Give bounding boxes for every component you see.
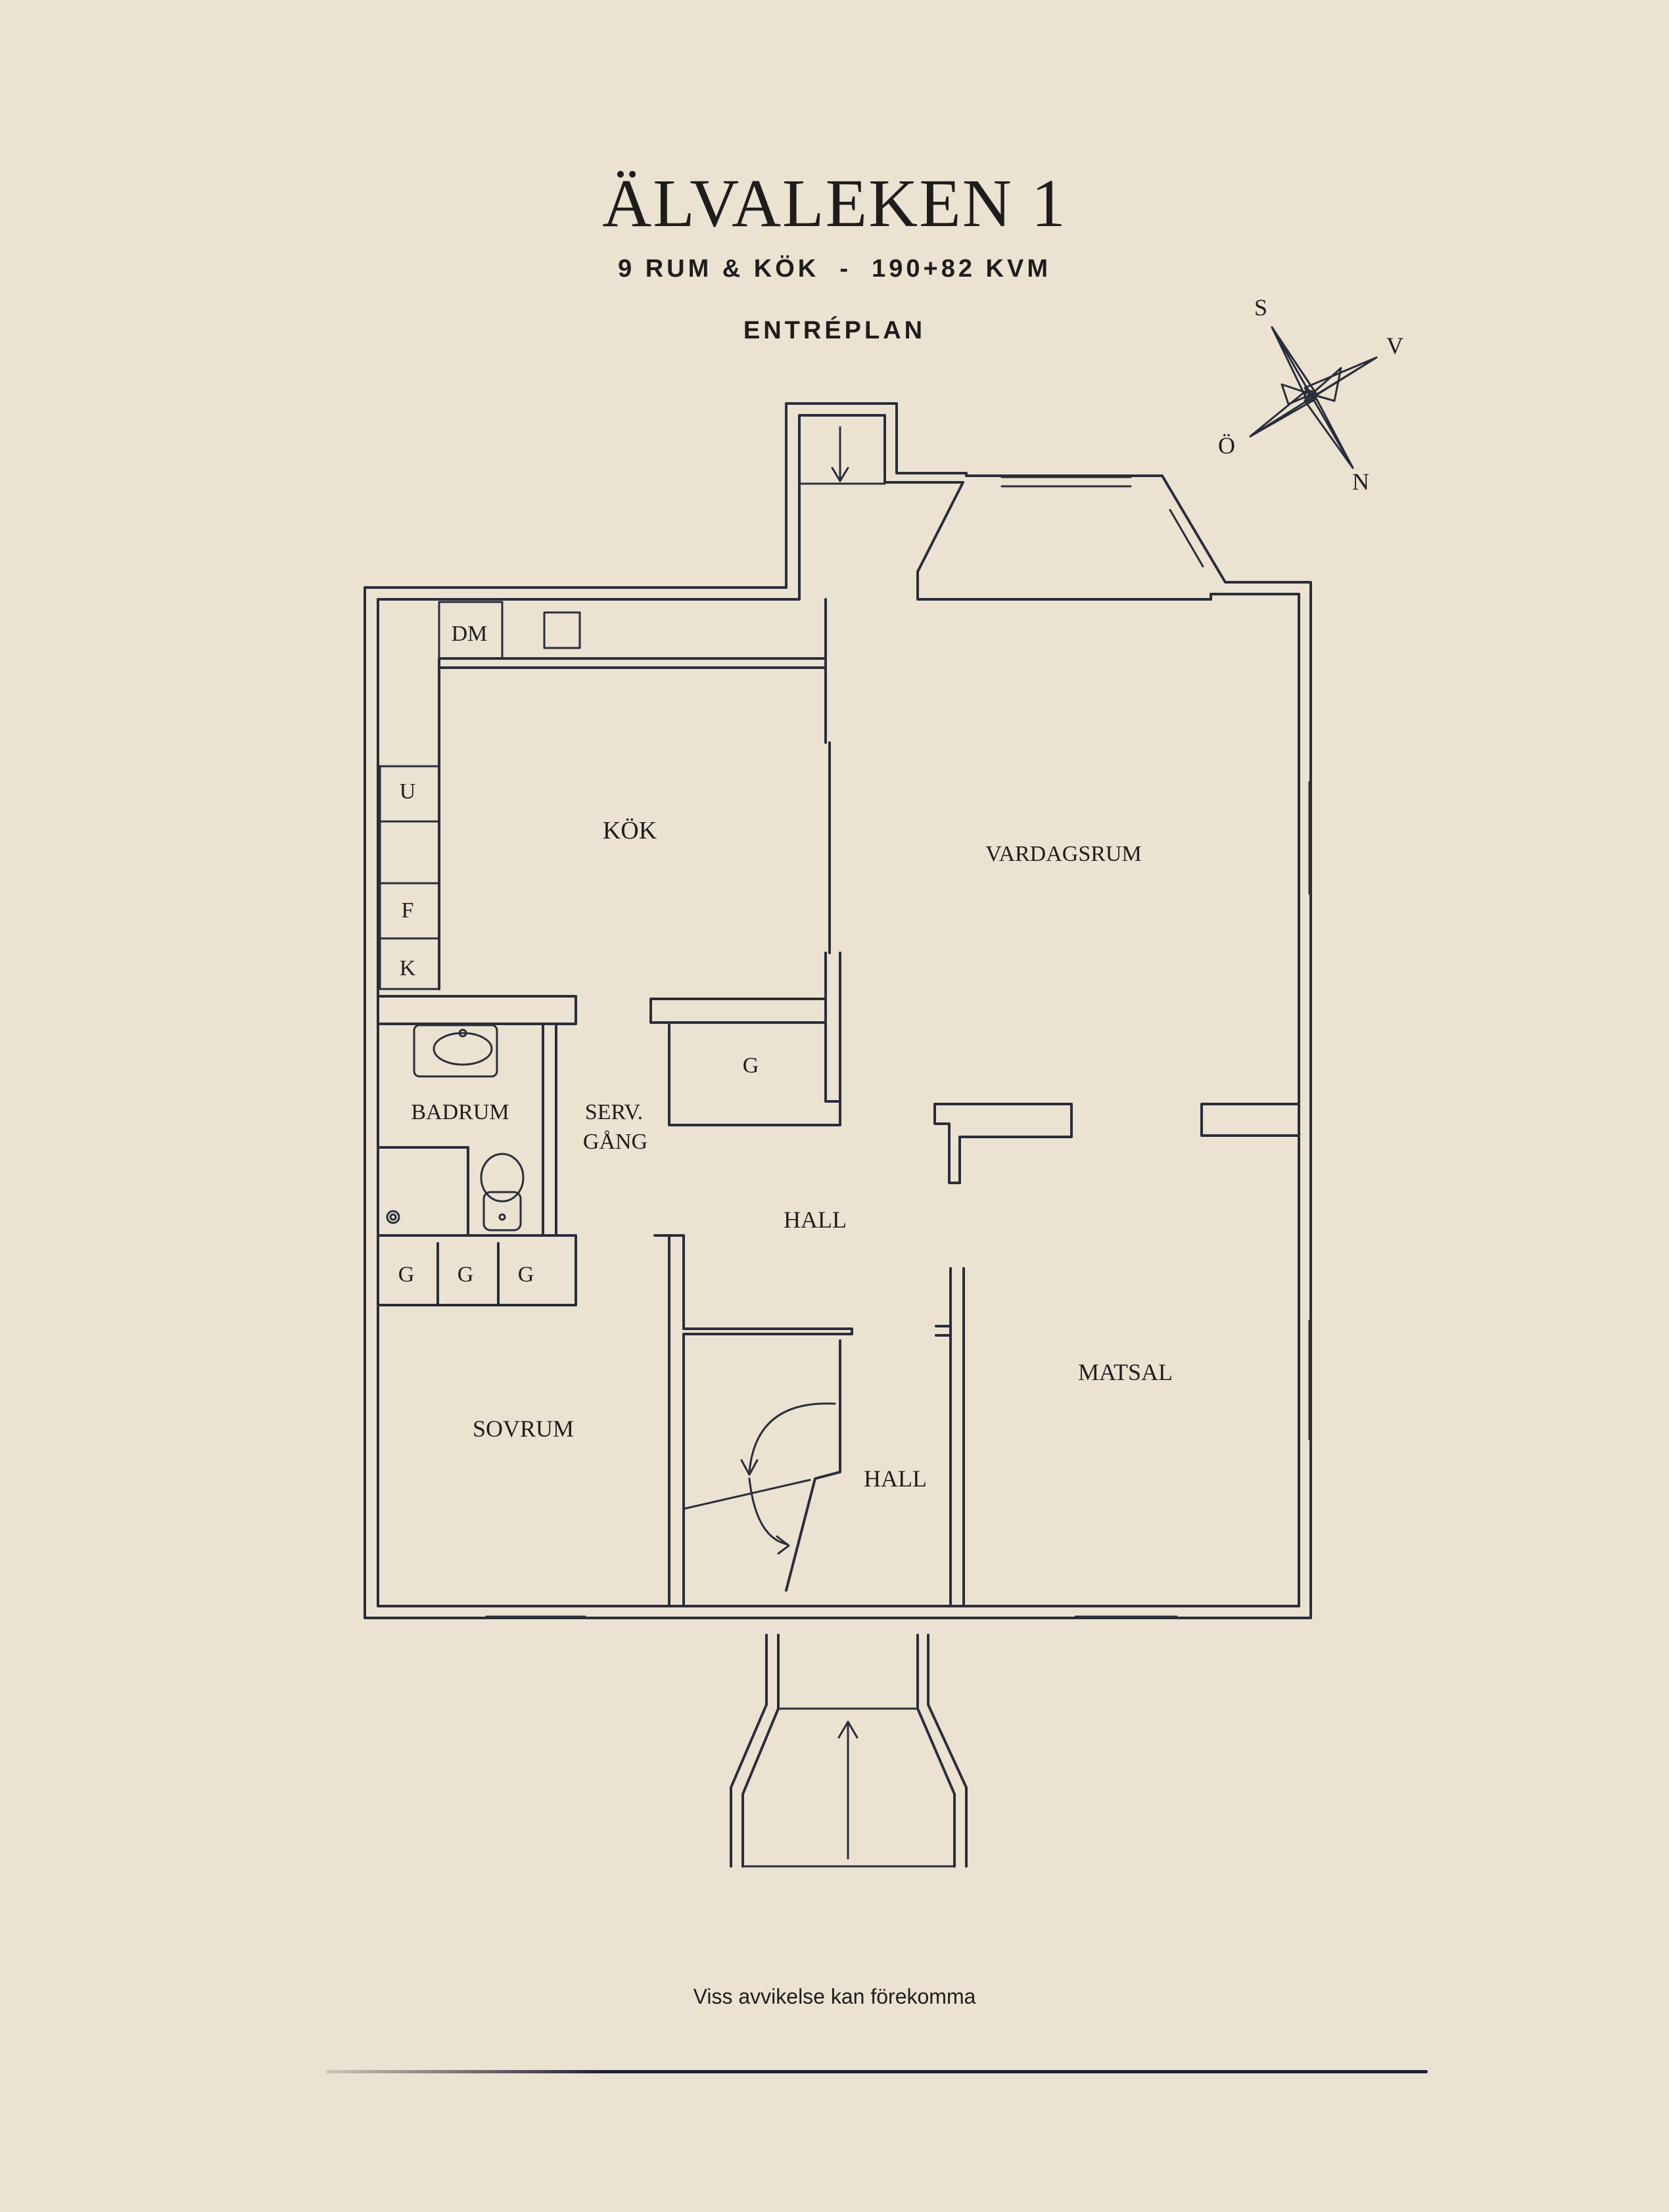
room-label-f: F xyxy=(402,898,414,923)
room-labels: DM KÖK VARDAGSRUM U F K G BADRUM SERV. G… xyxy=(398,622,1173,1492)
compass-label-west: V xyxy=(1386,333,1403,359)
room-label-g2: G xyxy=(458,1262,474,1287)
floor-level-label: ENTRÉPLAN xyxy=(743,317,926,344)
outer-walls xyxy=(364,402,1312,1619)
footer-divider xyxy=(326,2070,1428,2073)
room-label-matsal: MATSAL xyxy=(1078,1359,1173,1385)
room-label-dm: DM xyxy=(452,622,488,646)
kitchen-fixtures xyxy=(379,601,581,990)
entrance-steps xyxy=(730,1634,968,1868)
room-label-vardagsrum: VARDAGSRUM xyxy=(985,842,1141,866)
bathroom-fixtures xyxy=(386,1024,525,1232)
sink-icon xyxy=(413,1024,498,1078)
compass-label-east: Ö xyxy=(1218,432,1235,459)
room-label-hall-stair: HALL xyxy=(864,1465,927,1492)
compass-rose-icon: S V Ö N xyxy=(1218,294,1403,495)
compass-label-south: S xyxy=(1254,294,1267,321)
room-label-g-closet: G xyxy=(743,1053,759,1078)
room-label-kok: KÖK xyxy=(603,817,657,844)
room-label-g3: G xyxy=(518,1262,534,1287)
disclaimer-note: Viss avvikelse kan förekomma xyxy=(693,1985,976,2008)
floor-drain-icon xyxy=(386,1210,400,1224)
room-label-serv-line1: SERV. xyxy=(585,1100,643,1124)
interior-walls xyxy=(379,598,1300,1607)
room-label-sovrum: SOVRUM xyxy=(473,1416,574,1442)
toilet-icon xyxy=(482,1191,522,1232)
compass-label-north: N xyxy=(1352,469,1369,495)
room-label-k: K xyxy=(400,956,416,980)
room-label-serv-line2: GÅNG xyxy=(583,1130,647,1154)
room-label-badrum: BADRUM xyxy=(411,1100,509,1124)
room-label-hall-main: HALL xyxy=(784,1207,847,1233)
page-title: ÄLVALEKEN 1 xyxy=(602,166,1067,241)
page-subtitle: 9 RUM & KÖK - 190+82 KVM xyxy=(618,255,1051,283)
room-label-u: U xyxy=(400,779,416,804)
room-label-g1: G xyxy=(398,1262,415,1287)
